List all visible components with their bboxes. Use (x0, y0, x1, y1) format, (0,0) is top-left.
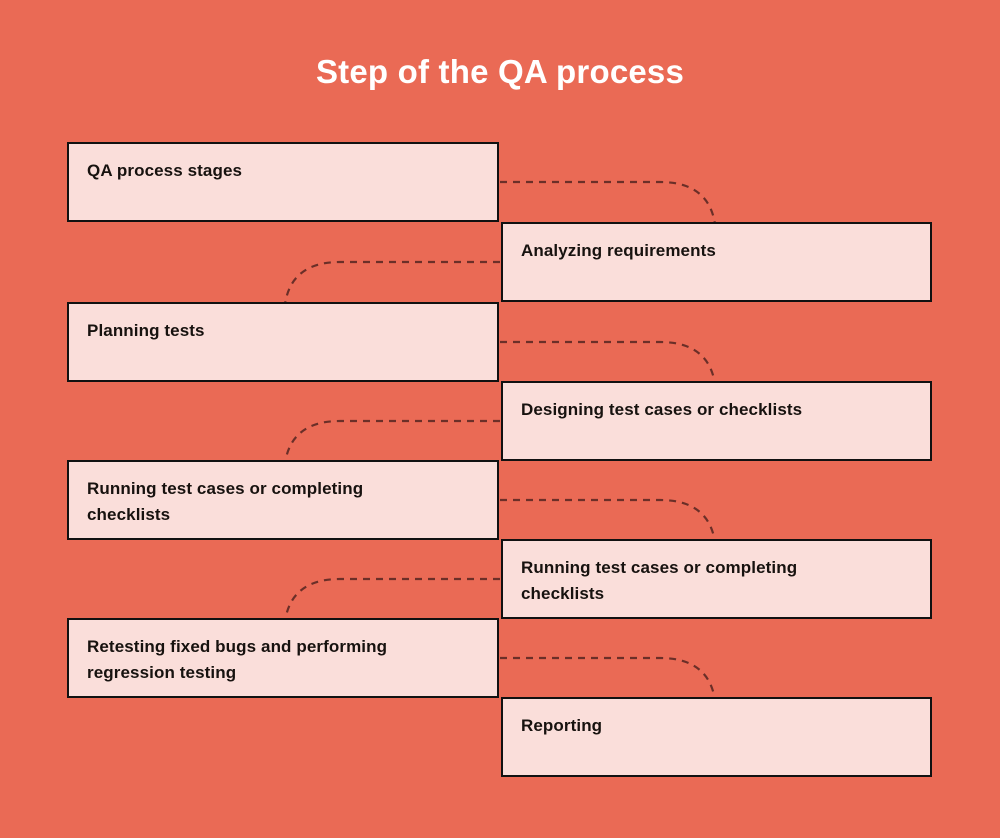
node-reporting[interactable]: Reporting (501, 697, 932, 777)
node-label: QA process stages (87, 161, 243, 180)
node-label: Running test cases or completing checkli… (87, 479, 364, 524)
node-label: Reporting (521, 716, 603, 735)
node-label: Designing test cases or checklists (521, 400, 803, 419)
node-running-test-cases-left[interactable]: Running test cases or completing checkli… (67, 460, 499, 540)
node-planning-tests[interactable]: Planning tests (67, 302, 499, 382)
node-label: Running test cases or completing checkli… (521, 558, 798, 603)
node-label: Analyzing requirements (521, 241, 716, 260)
node-qa-process-stages[interactable]: QA process stages (67, 142, 499, 222)
node-running-test-cases-right[interactable]: Running test cases or completing checkli… (501, 539, 932, 619)
node-label: Retesting fixed bugs and performing regr… (87, 637, 388, 682)
node-designing-test-cases[interactable]: Designing test cases or checklists (501, 381, 932, 461)
node-retesting-fixed-bugs[interactable]: Retesting fixed bugs and performing regr… (67, 618, 499, 698)
node-label: Planning tests (87, 321, 205, 340)
page-title: Step of the QA process (315, 53, 685, 90)
node-analyzing-requirements[interactable]: Analyzing requirements (501, 222, 932, 302)
